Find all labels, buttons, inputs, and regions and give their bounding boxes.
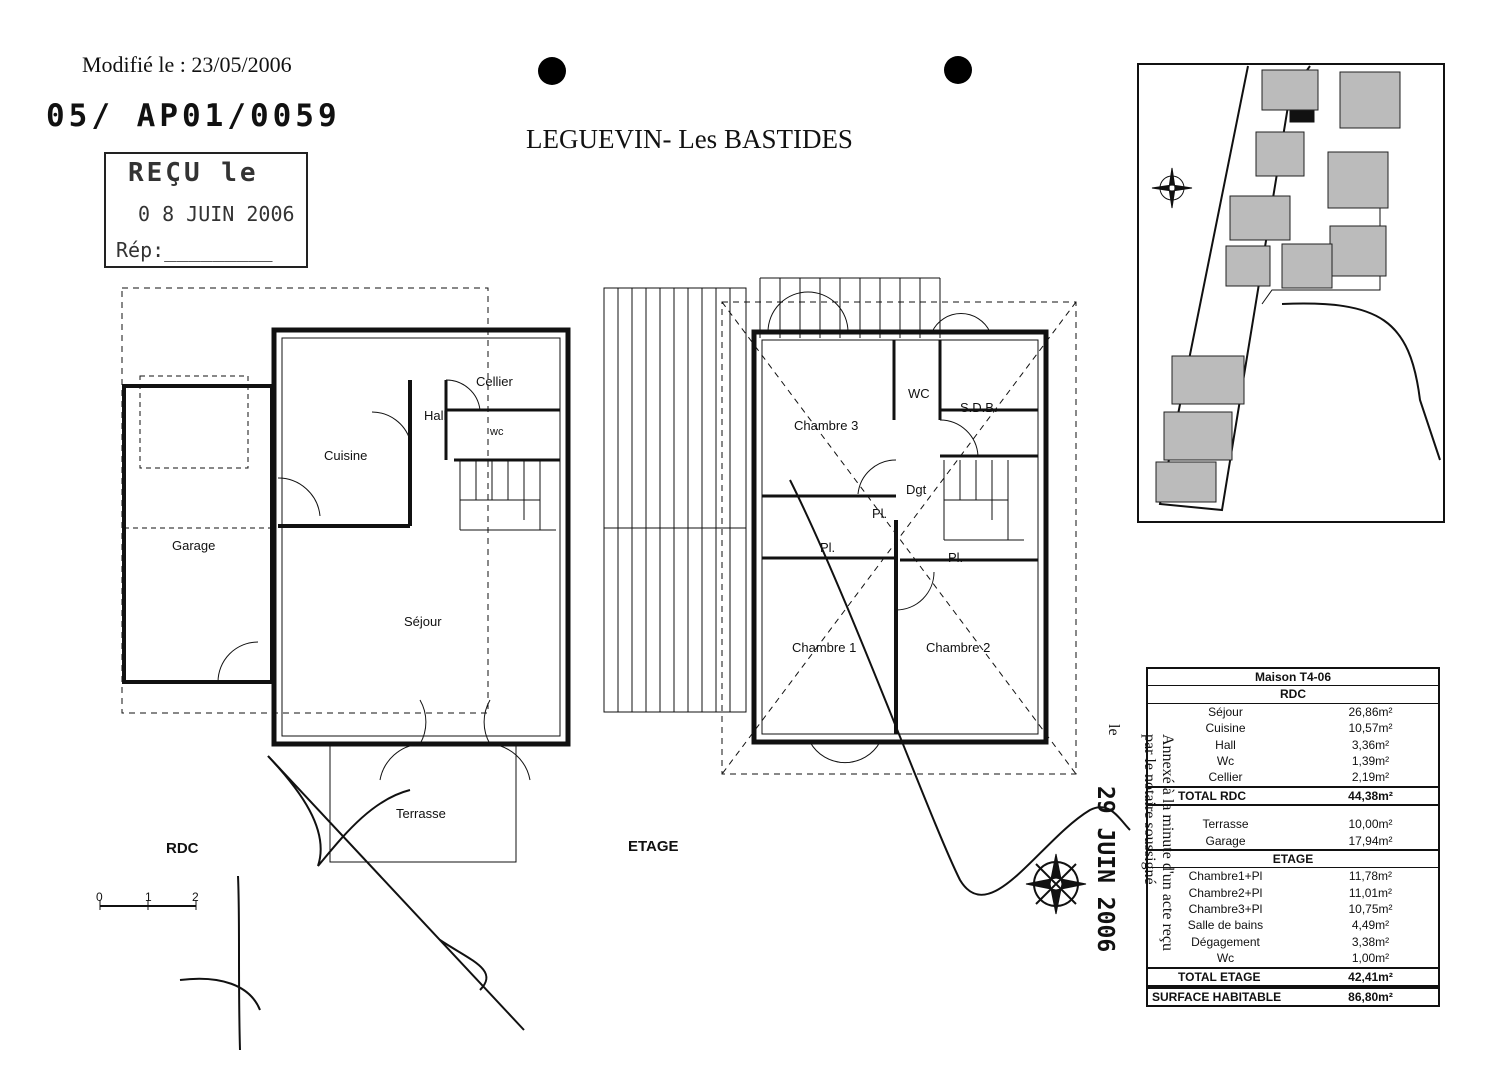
table-row: Séjour 26,86m² (1148, 704, 1438, 720)
row-label: Terrasse (1202, 817, 1249, 832)
scale-mark: 0 (96, 890, 103, 904)
room-chambre-3: Chambre 3 (794, 418, 859, 433)
row-value: 11,01m² (1348, 885, 1393, 900)
reference-number: 05/ AP01/0059 (46, 98, 341, 134)
table-row: Cuisine 10,57m² (1148, 720, 1438, 736)
table-row: Salle de bains 4,49m² (1148, 917, 1438, 933)
row-value: 17,94m² (1348, 833, 1393, 848)
notary-le: le (1105, 724, 1122, 736)
notary-date: 29 JUIN 2006 (1092, 786, 1118, 953)
room-chambre-2: Chambre 2 (926, 640, 991, 655)
table-spacer (1148, 806, 1438, 816)
room-placard-2: Pl. (820, 540, 836, 555)
row-label: Wc (1216, 753, 1235, 768)
row-value: 4,49m² (1351, 918, 1390, 933)
table-row: Terrasse 10,00m² (1148, 816, 1438, 832)
table-etage-header: ETAGE (1148, 848, 1438, 869)
room-chambre-1: Chambre 1 (792, 640, 857, 655)
received-stamp: REÇU le 0 8 JUIN 2006 Rép:_________ (104, 152, 308, 268)
table-total-row: TOTAL ETAGE 42,41m² (1148, 966, 1438, 988)
row-value: 26,86m² (1348, 704, 1393, 719)
row-label: Wc (1216, 951, 1235, 966)
level-label-etage: ETAGE (628, 838, 679, 855)
stamp-rep: Rép:_________ (116, 238, 273, 262)
row-label: Chambre2+Pl (1188, 885, 1263, 900)
room-wc-rdc: wc (490, 426, 504, 438)
table-row: Chambre3+Pl 10,75m² (1148, 901, 1438, 917)
table-row: Dégagement 3,38m² (1148, 934, 1438, 950)
row-label: TOTAL RDC (1178, 788, 1246, 803)
room-dgt: Dgt (906, 482, 927, 497)
scale-mark: 2 (192, 890, 199, 904)
table-row: Cellier 2,19m² (1148, 769, 1438, 785)
row-label: Hall (1215, 737, 1236, 752)
row-value: 10,75m² (1348, 902, 1393, 917)
room-placard-1: Pl. (872, 506, 888, 521)
table-row: Wc 1,00m² (1148, 950, 1438, 966)
room-cellier: Cellier (476, 374, 513, 389)
row-label: Dégagement (1191, 934, 1260, 949)
modified-date: Modifié le : 23/05/2006 (82, 52, 292, 77)
row-label: Garage (1205, 833, 1246, 848)
room-placard-3: Pl. (948, 550, 964, 565)
table-rdc-header: RDC (1148, 686, 1438, 704)
row-label: SURFACE HABITABLE (1152, 990, 1282, 1005)
table-row: Hall 3,36m² (1148, 737, 1438, 753)
punch-hole (538, 57, 566, 85)
punch-hole (944, 56, 972, 84)
room-sdb: S.D.B. (960, 400, 998, 415)
room-cuisine: Cuisine (324, 448, 368, 463)
row-value: 3,36m² (1351, 737, 1390, 752)
page-title: LEGUEVIN- Les BASTIDES (526, 124, 853, 154)
table-row: Garage 17,94m² (1148, 833, 1438, 849)
row-value: 11,78m² (1348, 869, 1393, 884)
row-label: TOTAL ETAGE (1178, 969, 1261, 984)
row-value: 10,00m² (1348, 817, 1393, 832)
table-title: Maison T4-06 (1148, 669, 1438, 687)
room-hall: Hall (424, 408, 447, 423)
row-value: 1,00m² (1351, 951, 1390, 966)
stamp-date: 0 8 JUIN 2006 (138, 202, 295, 226)
row-value: 2,19m² (1351, 770, 1390, 785)
table-total-row: TOTAL RDC 44,38m² (1148, 785, 1438, 807)
surface-table: Maison T4-06 RDC Séjour 26,86m² Cuisine 10… (1146, 667, 1440, 1008)
row-value: 1,39m² (1351, 753, 1390, 768)
row-label: Chambre3+Pl (1188, 902, 1263, 917)
level-label-rdc: RDC (166, 840, 199, 857)
room-sejour: Séjour (404, 614, 442, 629)
row-label: Cuisine (1205, 721, 1246, 736)
row-label: Salle de bains (1187, 918, 1264, 933)
table-row: Chambre1+Pl 11,78m² (1148, 868, 1438, 884)
table-row: Chambre2+Pl 11,01m² (1148, 885, 1438, 901)
stamp-received: REÇU le (128, 158, 259, 188)
room-garage: Garage (172, 538, 216, 553)
row-value: 86,80m² (1348, 990, 1393, 1005)
scale-mark: 1 (145, 890, 152, 904)
row-value: 3,38m² (1351, 934, 1390, 949)
row-label: Cellier (1208, 770, 1243, 785)
row-value: 10,57m² (1348, 721, 1393, 736)
table-row: Wc 1,39m² (1148, 753, 1438, 769)
row-label: Séjour (1208, 704, 1243, 719)
notary-annotation: Annexé à la minute d'un acte reçu par le… (1141, 734, 1176, 952)
room-wc-etage: WC (908, 386, 930, 401)
table-total-row: SURFACE HABITABLE 86,80m² (1148, 987, 1438, 1005)
row-value: 44,38m² (1348, 788, 1393, 803)
row-label: Chambre1+Pl (1188, 869, 1263, 884)
room-terrasse: Terrasse (396, 806, 446, 821)
row-value: 42,41m² (1348, 969, 1393, 984)
